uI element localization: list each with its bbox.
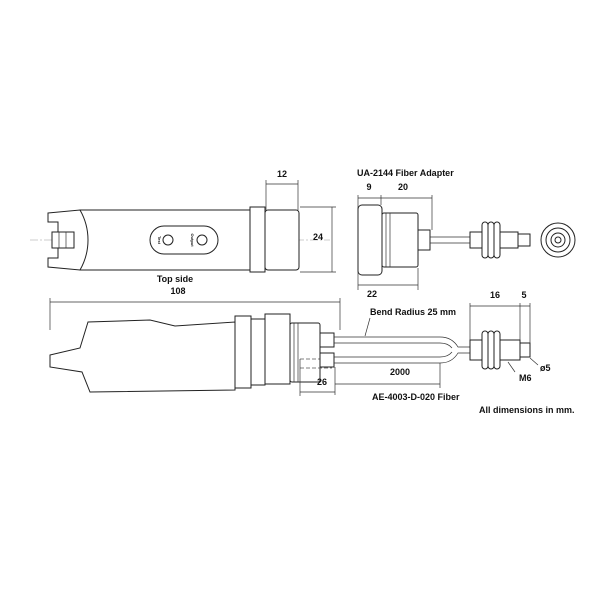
side-view-meter-with-fiber: Bend Radius 25 mm 16 5 M6 ø5 2000 26 AE-… — [49, 290, 551, 402]
output-label: Output — [190, 233, 195, 247]
dim-20: 20 — [398, 182, 408, 192]
test-label: Test — [157, 236, 162, 245]
dim-12: 12 — [277, 169, 287, 179]
tip-diameter-label: ø5 — [540, 363, 551, 373]
top-side-caption: Top side — [157, 274, 193, 284]
adapter-title: UA-2144 Fiber Adapter — [357, 168, 454, 178]
dim-9: 9 — [366, 182, 371, 192]
output-button — [196, 234, 208, 246]
dim-24: 24 — [313, 232, 323, 242]
top-view-meter: Test Output 12 24 Top side — [30, 169, 336, 284]
thread-label: M6 — [519, 373, 532, 383]
dim-2000: 2000 — [390, 367, 410, 377]
dimensions-note: All dimensions in mm. — [479, 405, 575, 415]
dim-5: 5 — [521, 290, 526, 300]
test-button — [162, 234, 174, 246]
dim-26: 26 — [317, 377, 327, 387]
dim-16: 16 — [490, 290, 500, 300]
dim-108: 108 — [170, 286, 185, 296]
button-panel — [149, 225, 219, 255]
bend-radius-label: Bend Radius 25 mm — [370, 307, 456, 317]
dim-22: 22 — [367, 289, 377, 299]
fiber-adapter: UA-2144 Fiber Adapter 9 20 22 — [357, 168, 576, 299]
fiber-part-number: AE-4003-D-020 Fiber — [372, 392, 460, 402]
